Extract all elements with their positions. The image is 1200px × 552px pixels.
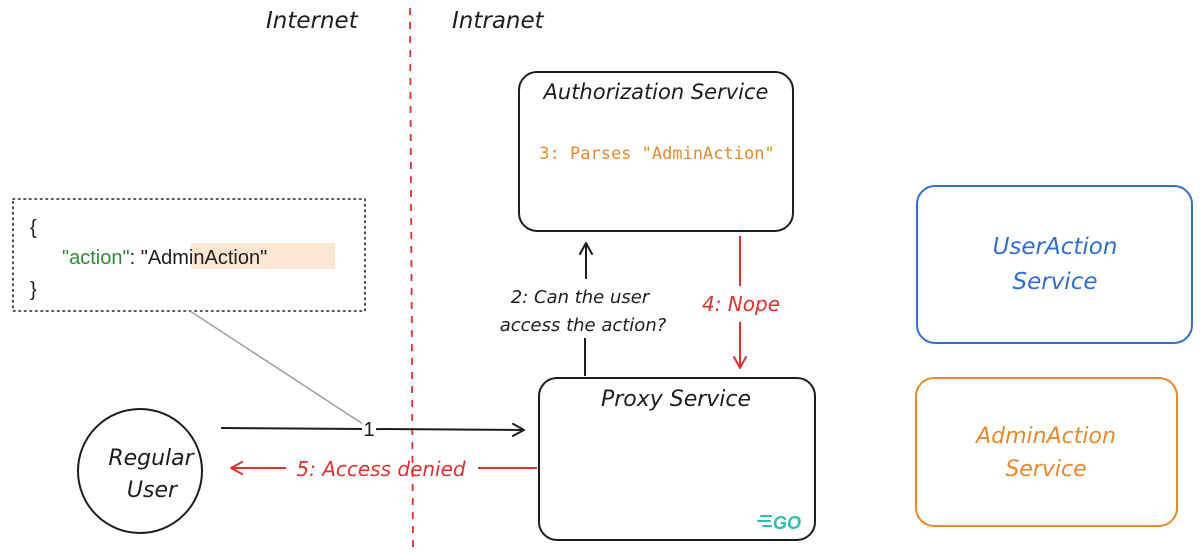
- edge-step2-label-line2: access the action?: [500, 315, 667, 336]
- json-value-highlight: [191, 243, 335, 269]
- edge-step4: 4: Nope: [702, 236, 780, 369]
- edge-step5-label: 5: Access denied: [296, 457, 466, 481]
- json-connector-line: [189, 310, 367, 427]
- go-logo-text: GO: [773, 513, 801, 533]
- json-line: "action": "AdminAction": [62, 247, 267, 269]
- edge-step4-label: 4: Nope: [702, 292, 780, 316]
- proxy-service-title: Proxy Service: [601, 387, 751, 412]
- internet-label: Internet: [266, 8, 359, 34]
- regular-user-label-line2: User: [127, 478, 179, 503]
- json-close-brace: }: [30, 279, 37, 301]
- edge-step2-label-line1: 2: Can the user: [511, 287, 651, 308]
- adminaction-service-node: AdminAction Service: [915, 377, 1178, 527]
- json-quote-open: ": [141, 247, 148, 269]
- regular-user-node: Regular User: [77, 408, 203, 534]
- adminaction-service-label-line2: Service: [1005, 457, 1086, 482]
- json-open-brace: {: [30, 217, 37, 239]
- json-colon: :: [130, 247, 141, 269]
- edge-step5: 5: Access denied: [230, 457, 537, 481]
- authorization-service-note: 3: Parses "AdminAction": [539, 144, 774, 164]
- adminaction-service-label-line1: AdminAction: [974, 424, 1116, 449]
- regular-user-label-line1: Regular: [108, 446, 195, 471]
- useraction-service-label-line2: Service: [1012, 269, 1097, 295]
- json-value: AdminAction: [148, 247, 260, 269]
- proxy-service-node: Proxy Service GO: [538, 377, 816, 541]
- network-boundary-line: [409, 7, 414, 552]
- useraction-service-label-line1: UserAction: [993, 234, 1118, 260]
- json-request-box: { "action": "AdminAction" }: [12, 198, 366, 312]
- intranet-label: Intranet: [452, 8, 545, 34]
- edge-step1: 1: [220, 418, 525, 441]
- edge-step1-label: 1: [363, 419, 374, 441]
- json-quote-close: ": [260, 247, 267, 269]
- authorization-service-title: Authorization Service: [542, 80, 769, 104]
- json-key: "action": [62, 247, 130, 269]
- authorization-service-node: Authorization Service 3: Parses "AdminAc…: [518, 71, 794, 232]
- go-logo-icon: GO: [757, 513, 801, 533]
- edge-step2: 2: Can the user access the action?: [500, 242, 667, 376]
- useraction-service-node: UserAction Service: [916, 185, 1193, 344]
